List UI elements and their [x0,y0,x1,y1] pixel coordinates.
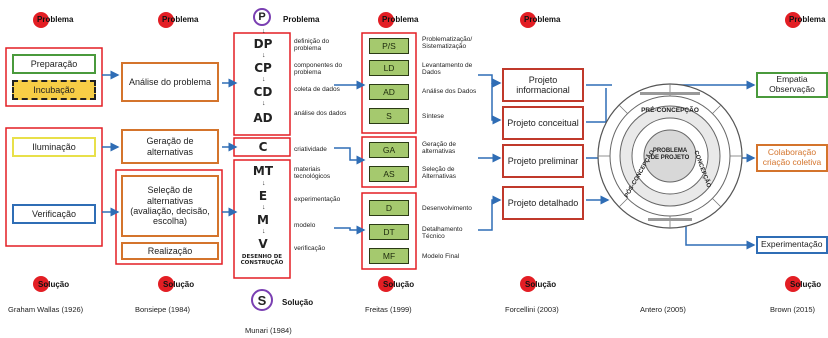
solucao-label-bonsiepe: Solução [163,280,195,289]
munari-v: V [258,237,268,251]
freitas-s: S [369,108,409,124]
wallas-verificacao: Verificação [12,204,96,224]
munari-e: E [258,189,268,203]
munari-note: análise dos dados [294,110,347,117]
solucao-label-munari: Solução [282,298,314,307]
problema-dot-wallas [33,12,49,28]
solucao-label-freitas: Solução [383,280,415,289]
munari-arrow: ↓ [262,100,266,107]
forcellini-conceitual: Projeto conceitual [502,106,584,140]
forcellini-informacional: Projeto informacional [502,68,584,102]
problema-label-brown: Problema [789,15,826,24]
author-forcellini: Forcellini (2003) [505,305,559,314]
bonsiepe-realizacao: Realização [121,242,219,260]
freitas-note: Desenvolvimento [422,205,472,212]
munari-desenho: DESENHO DE CONSTRUÇÃO [240,254,284,266]
author-antero: Antero (2005) [640,305,686,314]
munari-note: componentes do problema [294,62,343,77]
freitas-ad: AD [369,84,409,100]
antero-center-line2: DE PROJETO [650,154,690,161]
problema-label-freitas: Problema [382,15,419,24]
munari-arrow: ↓ [262,228,266,235]
munari-note: materiais tecnológicos [294,166,331,181]
munari-note: coleta de dados [294,86,340,93]
solucao-label-brown: Solução [790,280,822,289]
munari-cp: CP [254,61,272,75]
munari-mt: MT [252,164,274,178]
munari-note: modelo [294,222,316,229]
solucao-label-forcellini: Solução [525,280,557,289]
freitas-ga: GA [369,142,409,158]
problema-label-bonsiepe: Problema [162,15,199,24]
freitas-note: Levantamento de Dados [422,62,473,77]
author-wallas: Graham Wallas (1926) [8,305,84,314]
forcellini-preliminar: Projeto preliminar [502,144,584,178]
munari-note: criatividade [294,146,327,153]
freitas-note: Problematização/ Sistematização [422,36,473,51]
freitas-note: Síntese [422,113,445,120]
antero-ring-pre: PRÉ-CONCEPÇÃO [641,107,699,114]
munari-arrow: ↓ [262,52,266,59]
problema-label-wallas: Problema [37,15,74,24]
antero-center-line1: PROBLEMA [652,148,688,154]
freitas-mf: MF [369,248,409,264]
munari-arrow: ↓ [262,76,266,83]
munari-note: experimentação [294,196,341,203]
wallas-iluminacao: Iluminação [12,137,96,157]
munari-note: definição do problema [294,38,330,53]
solucao-dot-forcellini [520,276,536,292]
problema-dot-bonsiepe [158,12,174,28]
munari-arrow: ↓ [262,28,266,35]
freitas-dt: DT [369,224,409,240]
freitas-note: Análise dos Dados [422,88,477,95]
problema-label-munari: Problema [283,15,320,24]
munari-cd: CD [253,85,273,99]
munari-problem-circle: P [253,8,271,26]
solucao-dot-bonsiepe [158,276,174,292]
problema-dot-freitas [378,12,394,28]
freitas-note: Seleção de Alternativas [422,166,456,181]
freitas-note: Geração de alternativas [422,141,456,156]
freitas-note: Detalhamento Técnico [422,226,463,241]
solucao-dot-freitas [378,276,394,292]
bonsiepe-analise: Análise do problema [121,62,219,102]
freitas-d: D [369,200,409,216]
munari-dp: DP [253,37,273,51]
munari-m: M [257,213,269,227]
brown-empatia: Empatia Observação [756,72,828,98]
bonsiepe-geracao: Geração de alternativas [121,129,219,164]
antero-center: PROBLEMA DE PROJETO [646,148,694,161]
forcellini-detalhado: Projeto detalhado [502,186,584,220]
munari-c: C [258,140,268,154]
brown-colaboracao: Colaboração criação coletiva [756,144,828,172]
freitas-ld: LD [369,60,409,76]
solucao-dot-brown [785,276,801,292]
author-munari: Munari (1984) [245,326,292,335]
munari-arrow: ↓ [262,204,266,211]
problema-label-forcellini: Problema [524,15,561,24]
brown-experimentacao: Experimentação [756,236,828,254]
bonsiepe-selecao: Seleção de alternativas (avaliação, deci… [121,175,219,237]
wallas-incubacao: Incubação [12,80,96,100]
solucao-dot-wallas [33,276,49,292]
author-freitas: Freitas (1999) [365,305,412,314]
problema-dot-brown [785,12,801,28]
freitas-ps: P/S [369,38,409,54]
munari-ad: AD [253,111,273,125]
author-brown: Brown (2015) [770,305,816,314]
freitas-as: AS [369,166,409,182]
munari-note: verificação [294,245,326,252]
antero-wheel [597,83,743,229]
solucao-label-wallas: Solução [38,280,70,289]
author-bonsiepe: Bonsiepe (1984) [135,305,191,314]
munari-solution-circle: S [251,289,273,311]
wallas-preparacao: Preparação [12,54,96,74]
problema-dot-forcellini [520,12,536,28]
freitas-note: Modelo Final [422,253,460,260]
munari-arrow: ↓ [262,180,266,187]
